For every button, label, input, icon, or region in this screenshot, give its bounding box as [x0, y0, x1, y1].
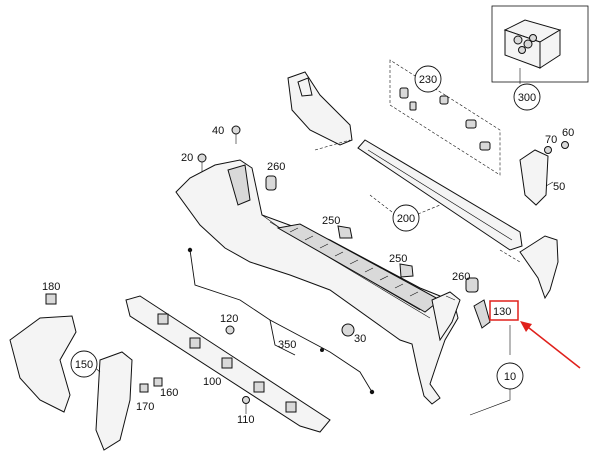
label-180: 180 [42, 281, 60, 293]
label-10: 10 [504, 371, 516, 383]
parts-kit-box [491, 5, 589, 84]
label-260-upper: 260 [267, 161, 285, 173]
red-arrow [520, 321, 581, 369]
label-70: 70 [545, 134, 557, 146]
label-120: 120 [220, 313, 238, 325]
leader-lines [445, 295, 511, 416]
circle-label-200: 200 [392, 204, 420, 232]
reinforcement-rail [357, 139, 523, 251]
label-250-left: 250 [322, 215, 340, 227]
circle-label-230: 230 [414, 65, 442, 93]
end-cap [499, 235, 559, 300]
label-350: 350 [278, 339, 296, 351]
circle-label-10: 10 [496, 362, 524, 390]
label-250-right: 250 [389, 253, 407, 265]
label-60: 60 [562, 127, 574, 139]
circle-label-300: 300 [513, 83, 541, 111]
label-20: 20 [181, 152, 193, 164]
label-170: 170 [136, 401, 154, 413]
label-130: 130 [493, 306, 511, 318]
wiring-harness [187, 247, 375, 395]
highlight-box [489, 300, 519, 321]
label-110: 110 [237, 414, 255, 426]
small-parts [45, 125, 491, 414]
trim-strip [287, 71, 353, 151]
label-160: 160 [160, 387, 178, 399]
label-260-lower: 260 [452, 271, 470, 283]
clips-230 [389, 59, 501, 176]
label-50: 50 [553, 181, 565, 193]
label-30: 30 [354, 333, 366, 345]
lower-absorber [125, 295, 331, 433]
label-230: 230 [419, 74, 437, 86]
side-bracket-right [519, 141, 569, 206]
label-200: 200 [397, 213, 415, 225]
circle-label-150: 150 [70, 350, 98, 378]
left-bracket [9, 315, 133, 451]
label-100: 100 [203, 376, 221, 388]
bumper-cover [175, 159, 461, 405]
label-150: 150 [75, 359, 93, 371]
label-40: 40 [212, 125, 224, 137]
label-300: 300 [518, 92, 536, 104]
